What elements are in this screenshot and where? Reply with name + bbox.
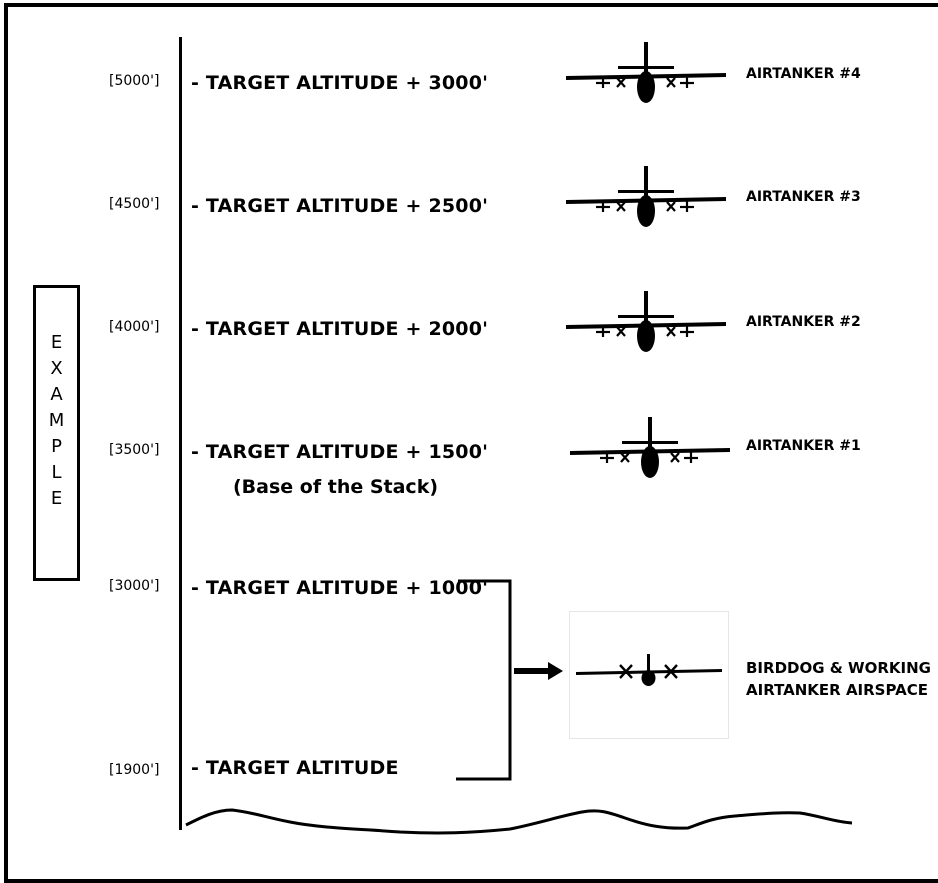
altitude-axis <box>179 37 182 830</box>
example-box: E X A M P L E <box>33 285 80 581</box>
example-letter: X <box>50 358 63 379</box>
airtanker-4-icon <box>566 42 726 103</box>
altitude-value-3000: [3000'] <box>109 578 160 594</box>
target-altitude-plus-2000: - TARGET ALTITUDE + 2000' <box>191 318 489 340</box>
target-altitude-plus-2500: - TARGET ALTITUDE + 2500' <box>191 195 489 217</box>
terrain-line <box>185 808 853 835</box>
altitude-value-3500: [3500'] <box>109 442 160 458</box>
example-letters: E X A M P L E <box>36 330 77 512</box>
example-letter: M <box>48 410 65 431</box>
airtanker-2-icon <box>566 291 726 352</box>
base-of-stack-label: (Base of the Stack) <box>233 476 439 498</box>
target-altitude-plus-1500: - TARGET ALTITUDE + 1500' <box>191 441 489 463</box>
airtanker-2-label: AIRTANKER #2 <box>746 314 861 330</box>
working-airspace-image <box>569 611 729 739</box>
example-letter: P <box>51 436 62 457</box>
example-letter: L <box>51 462 62 483</box>
airtanker-3-label: AIRTANKER #3 <box>746 189 861 205</box>
example-letter: A <box>50 384 63 405</box>
target-altitude-plus-1000: - TARGET ALTITUDE + 1000' <box>191 577 489 599</box>
airtanker-1-icon <box>570 417 730 478</box>
altitude-value-4000: [4000'] <box>109 319 160 335</box>
working-airtanker-icon <box>576 654 722 686</box>
working-airspace-line1: BIRDDOG & WORKING <box>746 659 931 677</box>
example-letter: E <box>50 332 63 353</box>
working-airspace-line2: AIRTANKER AIRSPACE <box>746 681 928 699</box>
arrow-icon <box>514 662 563 680</box>
target-altitude-plus-3000: - TARGET ALTITUDE + 3000' <box>191 72 489 94</box>
airtanker-1-label: AIRTANKER #1 <box>746 438 861 454</box>
altitude-value-4500: [4500'] <box>109 196 160 212</box>
target-altitude: - TARGET ALTITUDE <box>191 757 399 779</box>
airtanker-4-label: AIRTANKER #4 <box>746 66 861 82</box>
working-airspace-label: BIRDDOG & WORKING AIRTANKER AIRSPACE <box>746 657 931 701</box>
airspace-bracket <box>456 579 512 781</box>
airtanker-3-icon <box>566 166 726 227</box>
altitude-value-1900: [1900'] <box>109 762 160 778</box>
example-letter: E <box>50 488 63 509</box>
altitude-value-5000: [5000'] <box>109 73 160 89</box>
